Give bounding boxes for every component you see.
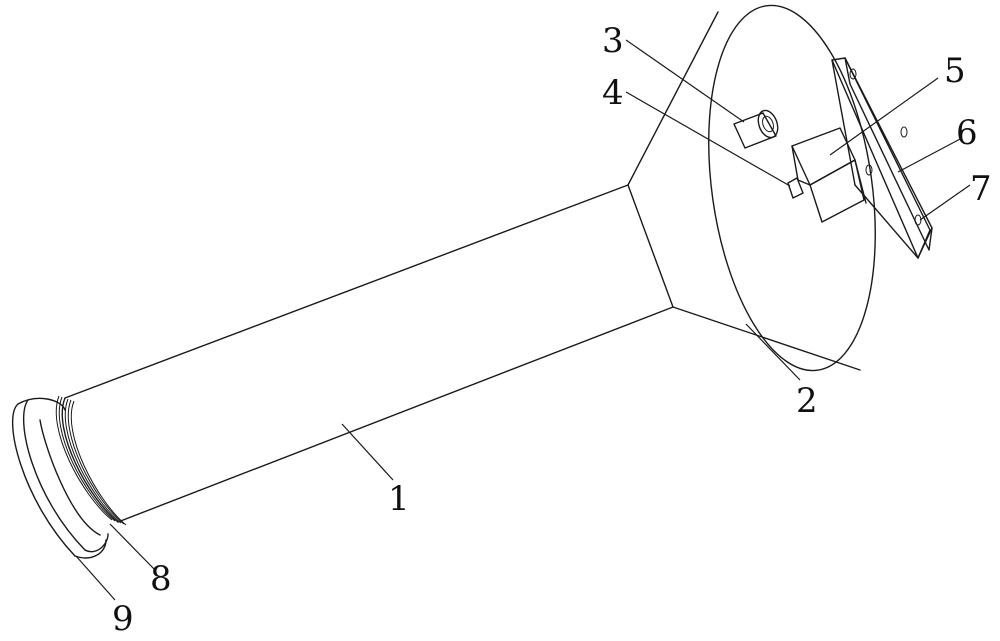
callout-2: 2 <box>796 381 818 421</box>
end-flange <box>11 397 109 559</box>
leader-6 <box>897 137 963 173</box>
cone <box>627 4 876 372</box>
callout-3: 3 <box>602 21 624 61</box>
plate-hole-top-left <box>849 68 857 80</box>
pipe-body <box>64 184 674 523</box>
callout-9: 9 <box>112 599 134 639</box>
callout-8: 8 <box>150 559 172 599</box>
callout-5: 5 <box>944 51 966 91</box>
thread-section <box>55 395 127 526</box>
leader-1 <box>341 423 394 481</box>
leader-3 <box>625 39 745 123</box>
leader-2 <box>745 323 801 381</box>
leader-lines <box>75 39 971 601</box>
callout-7: 7 <box>970 169 992 209</box>
plate-hole-bottom-left <box>865 164 873 176</box>
nozzle <box>733 109 779 149</box>
pin <box>787 177 804 199</box>
plate-hole-top-right <box>900 126 908 138</box>
callout-labels: 3 4 5 6 7 1 2 8 9 <box>112 21 992 639</box>
leader-5 <box>829 77 939 156</box>
bracket <box>791 127 867 223</box>
callout-4: 4 <box>602 73 624 113</box>
leader-7 <box>919 184 971 221</box>
leader-4 <box>625 91 791 187</box>
leader-8 <box>109 523 156 571</box>
callout-1: 1 <box>388 479 410 519</box>
callout-6: 6 <box>956 113 978 153</box>
leader-9 <box>75 555 116 601</box>
mounting-plate <box>831 57 933 259</box>
